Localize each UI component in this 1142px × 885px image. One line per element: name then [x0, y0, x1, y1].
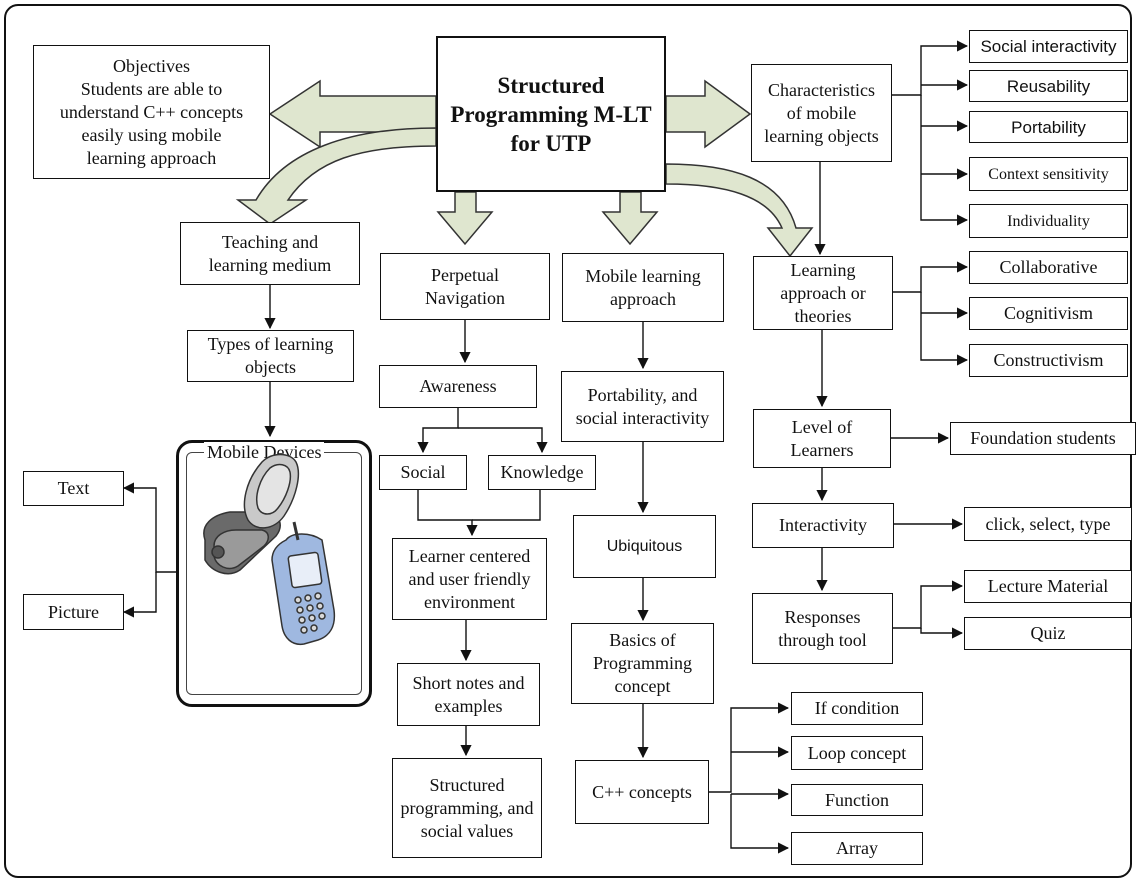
interactivity-box: Interactivity — [752, 503, 894, 548]
structured-programming-box: Structured programming, and social value… — [392, 758, 542, 858]
social-box: Social — [379, 455, 467, 490]
portability-social-box: Portability, and social interactivity — [561, 371, 724, 442]
picture-box: Picture — [23, 594, 124, 630]
array-box: Array — [791, 832, 923, 865]
knowledge-box: Knowledge — [488, 455, 596, 490]
reusability-box: Reusability — [969, 70, 1128, 102]
click-select-type-box: click, select, type — [964, 507, 1132, 541]
short-notes-box: Short notes and examples — [397, 663, 540, 726]
if-condition-box: If condition — [791, 692, 923, 725]
title-box: Structured Programming M-LT for UTP — [436, 36, 666, 192]
cognitivism-box: Cognitivism — [969, 297, 1128, 330]
types-of-objects-box: Types of learning objects — [187, 330, 354, 382]
basics-box: Basics of Programming concept — [571, 623, 714, 704]
awareness-box: Awareness — [379, 365, 537, 408]
mobile-devices-label: Mobile Devices — [204, 442, 325, 463]
foundation-students-box: Foundation students — [950, 422, 1136, 455]
portability-box: Portability — [969, 111, 1128, 143]
flip-phone-icon — [203, 453, 300, 575]
block-arrow-curve-left — [235, 127, 437, 225]
function-box: Function — [791, 784, 923, 816]
objectives-box: Objectives Students are able to understa… — [33, 45, 270, 179]
text-box: Text — [23, 471, 124, 506]
learning-approach-box: Learning approach or theories — [753, 256, 893, 330]
perpetual-navigation-box: Perpetual Navigation — [380, 253, 550, 320]
quiz-box: Quiz — [964, 617, 1132, 650]
block-arrow-right — [665, 79, 752, 149]
ubiquitous-box: Ubiquitous — [573, 515, 716, 578]
mobile-learning-approach-box: Mobile learning approach — [562, 253, 724, 322]
level-of-learners-box: Level of Learners — [753, 409, 891, 468]
block-arrow-curve-right — [665, 163, 814, 258]
individuality-box: Individuality — [969, 204, 1128, 238]
context-sensitivity-box: Context sensitivity — [969, 157, 1128, 191]
block-arrow-down-2 — [601, 191, 659, 246]
constructivism-box: Constructivism — [969, 344, 1128, 377]
responses-box: Responses through tool — [752, 593, 893, 664]
characteristics-box: Characteristics of mobile learning objec… — [751, 64, 892, 162]
social-interactivity-box: Social interactivity — [969, 30, 1128, 63]
loop-concept-box: Loop concept — [791, 736, 923, 770]
mobile-devices-frame — [176, 440, 372, 707]
candybar-phone-icon — [271, 521, 336, 646]
collaborative-box: Collaborative — [969, 251, 1128, 284]
lecture-material-box: Lecture Material — [964, 570, 1132, 603]
cpp-concepts-box: C++ concepts — [575, 760, 709, 824]
learner-centered-box: Learner centered and user friendly envir… — [392, 538, 547, 620]
block-arrow-down-1 — [436, 191, 494, 246]
teaching-medium-box: Teaching and learning medium — [180, 222, 360, 285]
